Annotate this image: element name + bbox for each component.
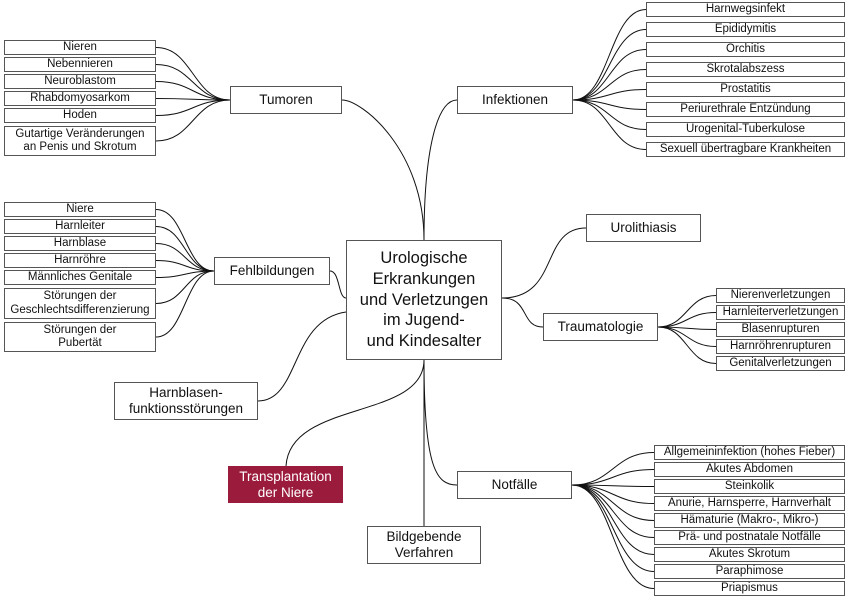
category-infektionen: Infektionen xyxy=(457,86,573,114)
connector-leaf-notfaelle-paraphimose xyxy=(571,484,655,572)
category-urolithiasis: Urolithiasis xyxy=(586,214,701,242)
connector-leaf-notfaelle-praenatale xyxy=(571,484,655,538)
leaf-notfaelle-priapismus: Priapismus xyxy=(654,581,845,596)
connector-center-harnblasen xyxy=(257,311,347,402)
leaf-fehlbildungen-harnroehre: Harnröhre xyxy=(4,253,156,268)
leaf-infektionen-orchitis: Orchitis xyxy=(646,42,845,57)
leaf-notfaelle-anurie: Anurie, Harnsperre, Harnverhalt xyxy=(654,496,845,511)
leaf-fehlbildungen-pubertaet: Störungen der Pubertät xyxy=(4,322,156,352)
leaf-tumoren-nieren: Nieren xyxy=(4,40,156,55)
leaf-notfaelle-paraphimose: Paraphimose xyxy=(654,564,845,579)
leaf-infektionen-harnwegsinfekt: Harnwegsinfekt xyxy=(646,2,845,17)
connector-center-transplantation xyxy=(285,359,425,467)
leaf-traumatologie-genitalverletzungen: Genitalverletzungen xyxy=(716,356,845,371)
category-fehlbildungen: Fehlbildungen xyxy=(214,257,330,285)
leaf-traumatologie-harnleiterverletzungen: Harnleiterverletzungen xyxy=(716,305,845,320)
connector-leaf-infektionen-harnwegsinfekt xyxy=(572,9,647,101)
leaf-tumoren-gutartige: Gutartige Veränderungen an Penis und Skr… xyxy=(4,126,156,156)
leaf-infektionen-skrotalabszess: Skrotalabszess xyxy=(646,62,845,77)
leaf-traumatologie-nierenverletzungen: Nierenverletzungen xyxy=(716,288,845,303)
connector-leaf-notfaelle-akutes-abdomen xyxy=(571,469,655,486)
leaf-infektionen-tuberkulose: Urogenital-Tuberkulose xyxy=(646,122,845,137)
connector-leaf-fehlbildungen-maennliches-genitale xyxy=(155,270,215,278)
leaf-notfaelle-steinkolik: Steinkolik xyxy=(654,479,845,494)
category-transplantation: Transplantation der Niere xyxy=(228,466,343,503)
leaf-tumoren-hoden: Hoden xyxy=(4,108,156,123)
connector-leaf-tumoren-nebennieren xyxy=(155,64,231,101)
leaf-fehlbildungen-harnleiter: Harnleiter xyxy=(4,219,156,234)
leaf-notfaelle-praenatale: Prä- und postnatale Notfälle xyxy=(654,530,845,545)
leaf-fehlbildungen-geschlechtsdifferenzierung: Störungen der Geschlechtsdifferenzierung xyxy=(4,288,156,319)
leaf-infektionen-periurethrale: Periurethrale Entzündung xyxy=(646,102,845,117)
leaf-notfaelle-haematurie: Hämaturie (Makro-, Mikro-) xyxy=(654,513,845,528)
leaf-notfaelle-akutes-skrotum: Akutes Skrotum xyxy=(654,547,845,562)
connector-leaf-fehlbildungen-harnleiter xyxy=(155,226,215,272)
connector-center-infektionen xyxy=(423,99,458,241)
connector-leaf-infektionen-sexuell xyxy=(572,99,647,150)
connector-leaf-traumatologie-harnroehrenrupturen xyxy=(657,326,717,347)
connector-center-tumoren xyxy=(341,99,425,241)
leaf-tumoren-nebennieren: Nebennieren xyxy=(4,57,156,72)
connector-leaf-tumoren-hoden xyxy=(155,99,231,116)
leaf-infektionen-prostatitis: Prostatitis xyxy=(646,82,845,97)
leaf-notfaelle-allgemeininfektion: Allgemeininfektion (hohes Fieber) xyxy=(654,445,845,460)
connector-leaf-tumoren-neuroblastom xyxy=(155,81,231,101)
connector-leaf-tumoren-nieren xyxy=(155,47,231,101)
connector-leaf-tumoren-gutartige xyxy=(155,99,231,142)
leaf-tumoren-neuroblastom: Neuroblastom xyxy=(4,74,156,89)
category-traumatologie: Traumatologie xyxy=(543,313,658,341)
connector-center-traumatologie xyxy=(501,297,544,328)
leaf-traumatologie-harnroehrenrupturen: Harnröhrenrupturen xyxy=(716,339,845,354)
connector-leaf-infektionen-orchitis xyxy=(572,49,647,101)
connector-leaf-infektionen-skrotalabszess xyxy=(572,69,647,101)
category-notfaelle: Notfälle xyxy=(457,471,572,499)
connector-leaf-fehlbildungen-geschlechtsdifferenzierung xyxy=(155,270,215,304)
category-harnblasenfunktionsstoerungen: Harnblasen- funktionsstörungen xyxy=(114,382,258,420)
connector-leaf-infektionen-periurethrale xyxy=(572,99,647,110)
connector-leaf-fehlbildungen-pubertaet xyxy=(155,270,215,338)
connector-leaf-fehlbildungen-harnroehre xyxy=(155,260,215,272)
leaf-tumoren-rhabdomyosarkom: Rhabdomyosarkom xyxy=(4,91,156,106)
connector-center-urolithiasis xyxy=(501,227,587,299)
connector-leaf-traumatologie-harnleiterverletzungen xyxy=(657,312,717,328)
central-topic: Urologische Erkrankungen und Verletzunge… xyxy=(346,240,502,360)
connector-leaf-traumatologie-genitalverletzungen xyxy=(657,326,717,364)
leaf-notfaelle-akutes-abdomen: Akutes Abdomen xyxy=(654,462,845,477)
connector-center-fehlbildungen xyxy=(329,270,347,299)
leaf-fehlbildungen-maennliches-genitale: Männliches Genitale xyxy=(4,270,156,285)
leaf-fehlbildungen-niere: Niere xyxy=(4,202,156,217)
connector-leaf-fehlbildungen-niere xyxy=(155,209,215,272)
connector-leaf-infektionen-prostatitis xyxy=(572,89,647,101)
connector-leaf-infektionen-epididymitis xyxy=(572,29,647,101)
connector-leaf-fehlbildungen-harnblase xyxy=(155,243,215,272)
connector-leaf-notfaelle-allgemeininfektion xyxy=(571,452,655,486)
connector-leaf-infektionen-tuberkulose xyxy=(572,99,647,130)
leaf-traumatologie-blasenrupturen: Blasenrupturen xyxy=(716,322,845,337)
leaf-infektionen-sexuell: Sexuell übertragbare Krankheiten xyxy=(646,142,845,157)
leaf-fehlbildungen-harnblase: Harnblase xyxy=(4,236,156,251)
connector-center-notfaelle xyxy=(423,359,458,486)
connector-leaf-notfaelle-priapismus xyxy=(571,484,655,589)
category-tumoren: Tumoren xyxy=(230,86,342,114)
connector-leaf-traumatologie-nierenverletzungen xyxy=(657,295,717,328)
category-bildgebende-verfahren: Bildgebende Verfahren xyxy=(367,526,481,564)
leaf-infektionen-epididymitis: Epididymitis xyxy=(646,22,845,37)
